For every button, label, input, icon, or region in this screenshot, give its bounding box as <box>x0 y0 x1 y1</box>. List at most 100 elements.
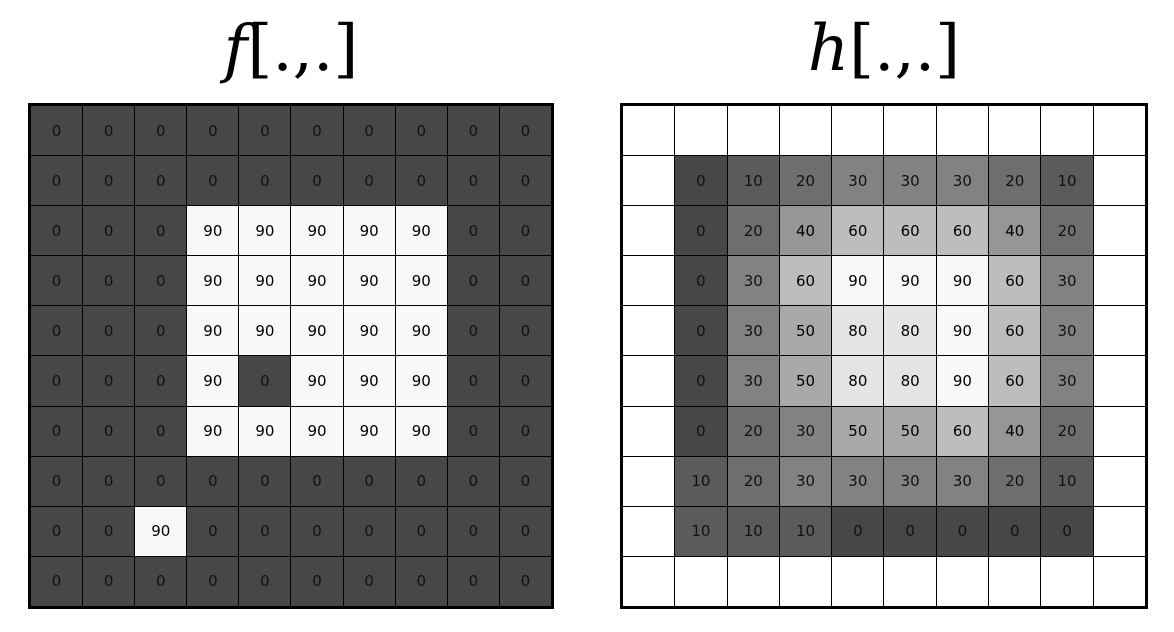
output-pixel-cell: 0 <box>1041 506 1093 556</box>
output-pixel-cell: 30 <box>779 456 832 506</box>
input-pixel-cell: 0 <box>239 156 291 206</box>
input-pixel-cell: 0 <box>447 206 499 256</box>
input-pixel-cell: 0 <box>395 556 447 606</box>
input-pixel-cell: 0 <box>447 106 499 156</box>
output-pixel-cell: 80 <box>832 356 884 406</box>
output-pixel-cell: 30 <box>1041 306 1093 356</box>
input-pixel-cell: 0 <box>187 456 239 506</box>
output-pixel-cell: 30 <box>727 256 779 306</box>
output-pixel-cell: 90 <box>832 256 884 306</box>
input-pixel-cell: 0 <box>135 406 187 456</box>
output-pixel-cell: 20 <box>779 156 832 206</box>
output-pixel-cell <box>832 556 884 606</box>
input-image-title: f[.,.] <box>28 6 554 92</box>
input-pixel-cell: 0 <box>447 306 499 356</box>
output-pixel-cell: 20 <box>989 156 1041 206</box>
output-pixel-cell: 30 <box>1041 256 1093 306</box>
input-pixel-cell: 0 <box>31 206 83 256</box>
output-pixel-cell: 90 <box>936 306 989 356</box>
output-pixel-cell: 10 <box>675 456 727 506</box>
input-pixel-cell: 0 <box>447 456 499 506</box>
output-pixel-cell <box>1041 556 1093 606</box>
output-pixel-cell: 90 <box>936 356 989 406</box>
output-pixel-cell: 0 <box>675 206 727 256</box>
input-pixel-cell: 0 <box>343 156 395 206</box>
input-pixel-cell: 0 <box>343 506 395 556</box>
output-pixel-cell: 60 <box>936 406 989 456</box>
output-pixel-cell <box>1093 306 1145 356</box>
output-pixel-cell: 0 <box>675 156 727 206</box>
output-pixel-cell: 60 <box>884 206 936 256</box>
input-pixel-cell: 90 <box>187 306 239 356</box>
input-pixel-cell: 0 <box>343 556 395 606</box>
input-pixel-cell: 0 <box>31 256 83 306</box>
output-pixel-cell: 60 <box>832 206 884 256</box>
output-pixel-cell <box>1093 206 1145 256</box>
input-pixel-cell: 90 <box>187 206 239 256</box>
input-pixel-cell: 0 <box>31 456 83 506</box>
input-pixel-cell: 0 <box>83 206 135 256</box>
output-pixel-cell: 40 <box>989 206 1041 256</box>
output-pixel-cell <box>936 106 989 156</box>
output-pixel-cell <box>623 106 675 156</box>
input-pixel-cell: 0 <box>31 106 83 156</box>
input-function-args: [.,.] <box>247 12 359 86</box>
input-pixel-cell: 0 <box>31 306 83 356</box>
input-function-name: f <box>223 12 248 86</box>
output-pixel-cell: 80 <box>832 306 884 356</box>
input-pixel-cell: 0 <box>447 506 499 556</box>
output-pixel-cell: 80 <box>884 306 936 356</box>
input-pixel-cell: 90 <box>343 256 395 306</box>
output-pixel-cell <box>623 156 675 206</box>
input-pixel-cell: 0 <box>239 506 291 556</box>
input-pixel-cell: 90 <box>395 206 447 256</box>
input-pixel-cell: 0 <box>83 506 135 556</box>
input-pixel-cell: 90 <box>343 306 395 356</box>
output-pixel-cell: 30 <box>832 456 884 506</box>
input-pixel-cell: 0 <box>499 156 551 206</box>
input-pixel-cell: 0 <box>499 106 551 156</box>
input-pixel-cell: 0 <box>239 106 291 156</box>
input-pixel-cell: 0 <box>187 106 239 156</box>
input-pixel-cell: 0 <box>135 206 187 256</box>
output-pixel-cell <box>936 556 989 606</box>
input-pixel-cell: 90 <box>291 206 343 256</box>
output-pixel-cell <box>1093 356 1145 406</box>
output-pixel-cell: 30 <box>936 156 989 206</box>
input-pixel-cell: 0 <box>83 406 135 456</box>
input-pixel-cell: 90 <box>291 356 343 406</box>
input-pixel-cell: 0 <box>83 106 135 156</box>
output-pixel-cell: 0 <box>675 256 727 306</box>
input-pixel-cell: 0 <box>135 456 187 506</box>
output-image-title: h[.,.] <box>620 6 1148 92</box>
output-pixel-cell: 10 <box>779 506 832 556</box>
output-pixel-cell: 0 <box>936 506 989 556</box>
output-pixel-cell <box>675 106 727 156</box>
input-pixel-cell: 0 <box>135 156 187 206</box>
output-pixel-cell: 50 <box>779 356 832 406</box>
input-pixel-cell: 0 <box>135 556 187 606</box>
input-pixel-cell: 90 <box>395 256 447 306</box>
input-pixel-cell: 0 <box>83 456 135 506</box>
input-pixel-cell: 0 <box>499 206 551 256</box>
input-pixel-cell: 0 <box>395 506 447 556</box>
output-pixel-cell: 10 <box>727 506 779 556</box>
input-pixel-cell: 0 <box>499 256 551 306</box>
output-pixel-cell: 30 <box>936 456 989 506</box>
output-pixel-cell <box>623 306 675 356</box>
output-pixel-cell <box>1041 106 1093 156</box>
input-pixel-cell: 0 <box>31 406 83 456</box>
output-pixel-cell <box>989 106 1041 156</box>
input-pixel-cell: 0 <box>499 306 551 356</box>
output-pixel-cell: 90 <box>936 256 989 306</box>
output-pixel-cell <box>832 106 884 156</box>
input-pixel-cell: 0 <box>239 456 291 506</box>
input-pixel-cell: 0 <box>187 556 239 606</box>
input-pixel-cell: 0 <box>291 556 343 606</box>
output-pixel-cell: 0 <box>884 506 936 556</box>
output-pixel-cell: 60 <box>989 356 1041 406</box>
output-pixel-cell: 0 <box>989 506 1041 556</box>
input-pixel-cell: 0 <box>135 106 187 156</box>
input-pixel-cell: 0 <box>31 356 83 406</box>
output-pixel-cell: 10 <box>1041 156 1093 206</box>
